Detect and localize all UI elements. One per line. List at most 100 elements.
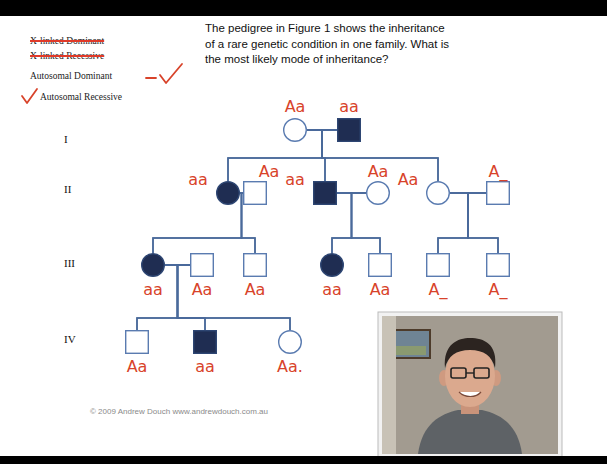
symbol-outline xyxy=(366,181,390,205)
person-hair xyxy=(445,338,496,368)
symbol-outline xyxy=(283,118,307,142)
genotype-label: aa xyxy=(322,281,342,298)
female-symbol: aa xyxy=(320,253,344,277)
generation-label: II xyxy=(64,183,71,195)
genotype-label: Aa xyxy=(245,281,266,298)
circle-shape xyxy=(321,254,344,277)
square-shape xyxy=(126,331,149,354)
genotype-label: A_ xyxy=(489,163,508,180)
square-shape xyxy=(191,254,214,277)
circle-shape xyxy=(367,182,390,205)
title-bar xyxy=(0,0,607,16)
option-text: X-linked Recessive xyxy=(30,51,104,61)
symbol-outline xyxy=(193,330,217,354)
symbol-outline xyxy=(141,253,165,277)
symbol-outline xyxy=(320,253,344,277)
person-glasses xyxy=(451,368,466,378)
genotype-label: Aa xyxy=(192,281,213,298)
genotype-label: A_ xyxy=(429,281,448,298)
person-glasses xyxy=(466,372,474,373)
webcam-wall xyxy=(382,316,558,454)
male-symbol: aa xyxy=(313,181,337,205)
symbol-outline xyxy=(243,181,267,205)
check-mark xyxy=(22,89,37,103)
symbol-outline xyxy=(216,181,240,205)
generation-label: IV xyxy=(64,333,76,345)
male-symbol: A_ xyxy=(486,181,510,205)
circle-shape xyxy=(279,331,302,354)
male-symbol: Aa xyxy=(125,330,149,354)
female-symbol: aa xyxy=(216,181,240,205)
bottom-bar xyxy=(0,456,607,464)
pedigree-line xyxy=(228,130,322,181)
genotype-label: aa xyxy=(339,98,359,115)
symbol-outline xyxy=(426,253,450,277)
male-symbol: aa xyxy=(337,118,361,142)
pedigree-line xyxy=(228,130,337,181)
genotype-label: Aa xyxy=(127,358,148,375)
generation-label: I xyxy=(64,133,68,145)
genotype-label: Aa xyxy=(368,163,389,180)
webcam-frame xyxy=(378,312,562,458)
genotype-label: Aa xyxy=(398,171,419,188)
copyright-footer: © 2009 Andrew Douch www.andrewdouch.com.… xyxy=(90,407,268,416)
male-symbol: Aa xyxy=(243,253,267,277)
generation-label: III xyxy=(64,257,75,269)
square-shape xyxy=(244,182,267,205)
square-shape xyxy=(338,119,361,142)
person-smile xyxy=(459,392,481,397)
question-text: The pedigree in Figure 1 shows the inher… xyxy=(205,21,457,68)
square-shape xyxy=(244,254,267,277)
option-text: Autosomal Dominant xyxy=(30,71,112,81)
genotype-label: aa xyxy=(188,171,208,188)
female-symbol: Aa xyxy=(366,181,390,205)
pedigree-line xyxy=(165,265,290,330)
female-symbol: aa xyxy=(141,253,165,277)
symbol-outline xyxy=(125,330,149,354)
square-shape xyxy=(427,254,450,277)
option-text: Autosomal Recessive xyxy=(40,92,122,102)
male-symbol: Aa xyxy=(243,181,267,205)
wall-picture-land xyxy=(392,346,426,355)
genotype-label: Aa xyxy=(259,163,280,180)
circle-shape xyxy=(284,119,307,142)
circle-shape xyxy=(217,182,240,205)
male-symbol: aa xyxy=(193,330,217,354)
circle-shape xyxy=(142,254,165,277)
symbol-outline xyxy=(313,181,337,205)
webcam-window xyxy=(382,316,396,454)
symbol-outline xyxy=(278,330,302,354)
option-text: X-linked Dominant xyxy=(30,36,104,46)
male-symbol: Aa xyxy=(190,253,214,277)
genotype-label: aa xyxy=(143,281,163,298)
male-symbol: A_ xyxy=(426,253,450,277)
connector-group xyxy=(137,130,498,330)
female-symbol: Aa xyxy=(283,118,307,142)
square-shape xyxy=(487,182,510,205)
check-mark xyxy=(146,64,182,83)
male-symbol: A_ xyxy=(486,253,510,277)
pedigree-line xyxy=(137,265,190,330)
pedigree-line xyxy=(332,193,366,253)
female-symbol: Aa. xyxy=(278,330,302,354)
symbol-outline xyxy=(486,253,510,277)
symbol-outline xyxy=(337,118,361,142)
circle-shape xyxy=(427,182,450,205)
symbol-outline xyxy=(426,181,450,205)
square-shape xyxy=(314,182,337,205)
square-shape xyxy=(369,254,392,277)
symbol-outline xyxy=(190,253,214,277)
genotype-label: Aa xyxy=(370,281,391,298)
pedigree-line xyxy=(322,130,337,181)
female-symbol: Aa xyxy=(426,181,450,205)
symbol-outline xyxy=(368,253,392,277)
symbol-outline xyxy=(486,181,510,205)
genotype-label: Aa xyxy=(285,98,306,115)
square-shape xyxy=(487,254,510,277)
genotype-label: Aa. xyxy=(277,358,303,375)
genotype-label: aa xyxy=(195,358,215,375)
person-shirt xyxy=(418,410,522,454)
